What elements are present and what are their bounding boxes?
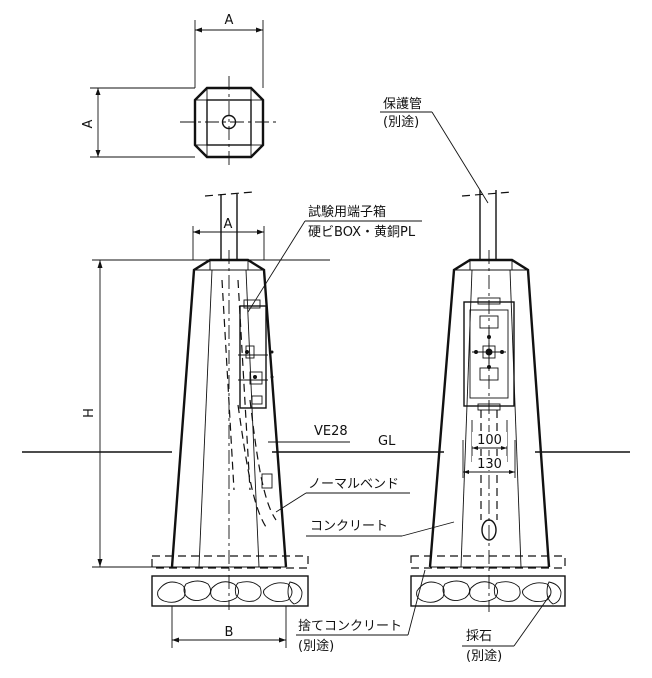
left-elevation: A xyxy=(170,191,288,610)
dim-100: 100 xyxy=(477,433,502,448)
test-terminal-box-side xyxy=(238,299,274,409)
callouts: 保護管 (別途) 試験用端子箱 硬ビBOX・黄銅PL VE28 GL ノーマルベ… xyxy=(247,96,551,664)
right-column-outline xyxy=(428,258,551,568)
conduit-outlet xyxy=(481,519,497,541)
height-dimension: H xyxy=(82,259,330,568)
left-footing xyxy=(151,555,309,607)
label-gravel: 採石 xyxy=(466,629,492,644)
label-test-box-2: 硬ビBOX・黄銅PL xyxy=(308,225,416,240)
label-protective-pipe: 保護管 xyxy=(383,96,422,112)
right-footing xyxy=(410,555,566,607)
side-dim-a: A xyxy=(224,217,233,232)
label-gravel-sub: (別途) xyxy=(466,648,502,664)
label-ve28: VE28 xyxy=(314,424,348,439)
dim-b: B xyxy=(225,625,234,640)
label-normal-bend: ノーマルベンド xyxy=(308,477,399,492)
label-gl: GL xyxy=(378,434,396,449)
label-protective-pipe-sub: (別途) xyxy=(383,114,419,130)
plan-dim-a-left: A xyxy=(81,119,96,128)
plan-view: A A xyxy=(81,13,280,168)
base-dimension: B xyxy=(171,606,287,648)
dim-130: 130 xyxy=(477,457,502,472)
dim-h: H xyxy=(82,408,97,418)
label-lean-concrete-sub: (別途) xyxy=(298,638,334,654)
right-elevation: 100 130 xyxy=(428,190,551,612)
test-terminal-box-front xyxy=(463,297,515,411)
label-test-box-1: 試験用端子箱 xyxy=(308,204,386,220)
label-concrete: コンクリート xyxy=(310,519,388,534)
label-lean-concrete: 捨てコンクリート xyxy=(298,618,402,634)
plan-dim-a-top: A xyxy=(225,13,234,28)
